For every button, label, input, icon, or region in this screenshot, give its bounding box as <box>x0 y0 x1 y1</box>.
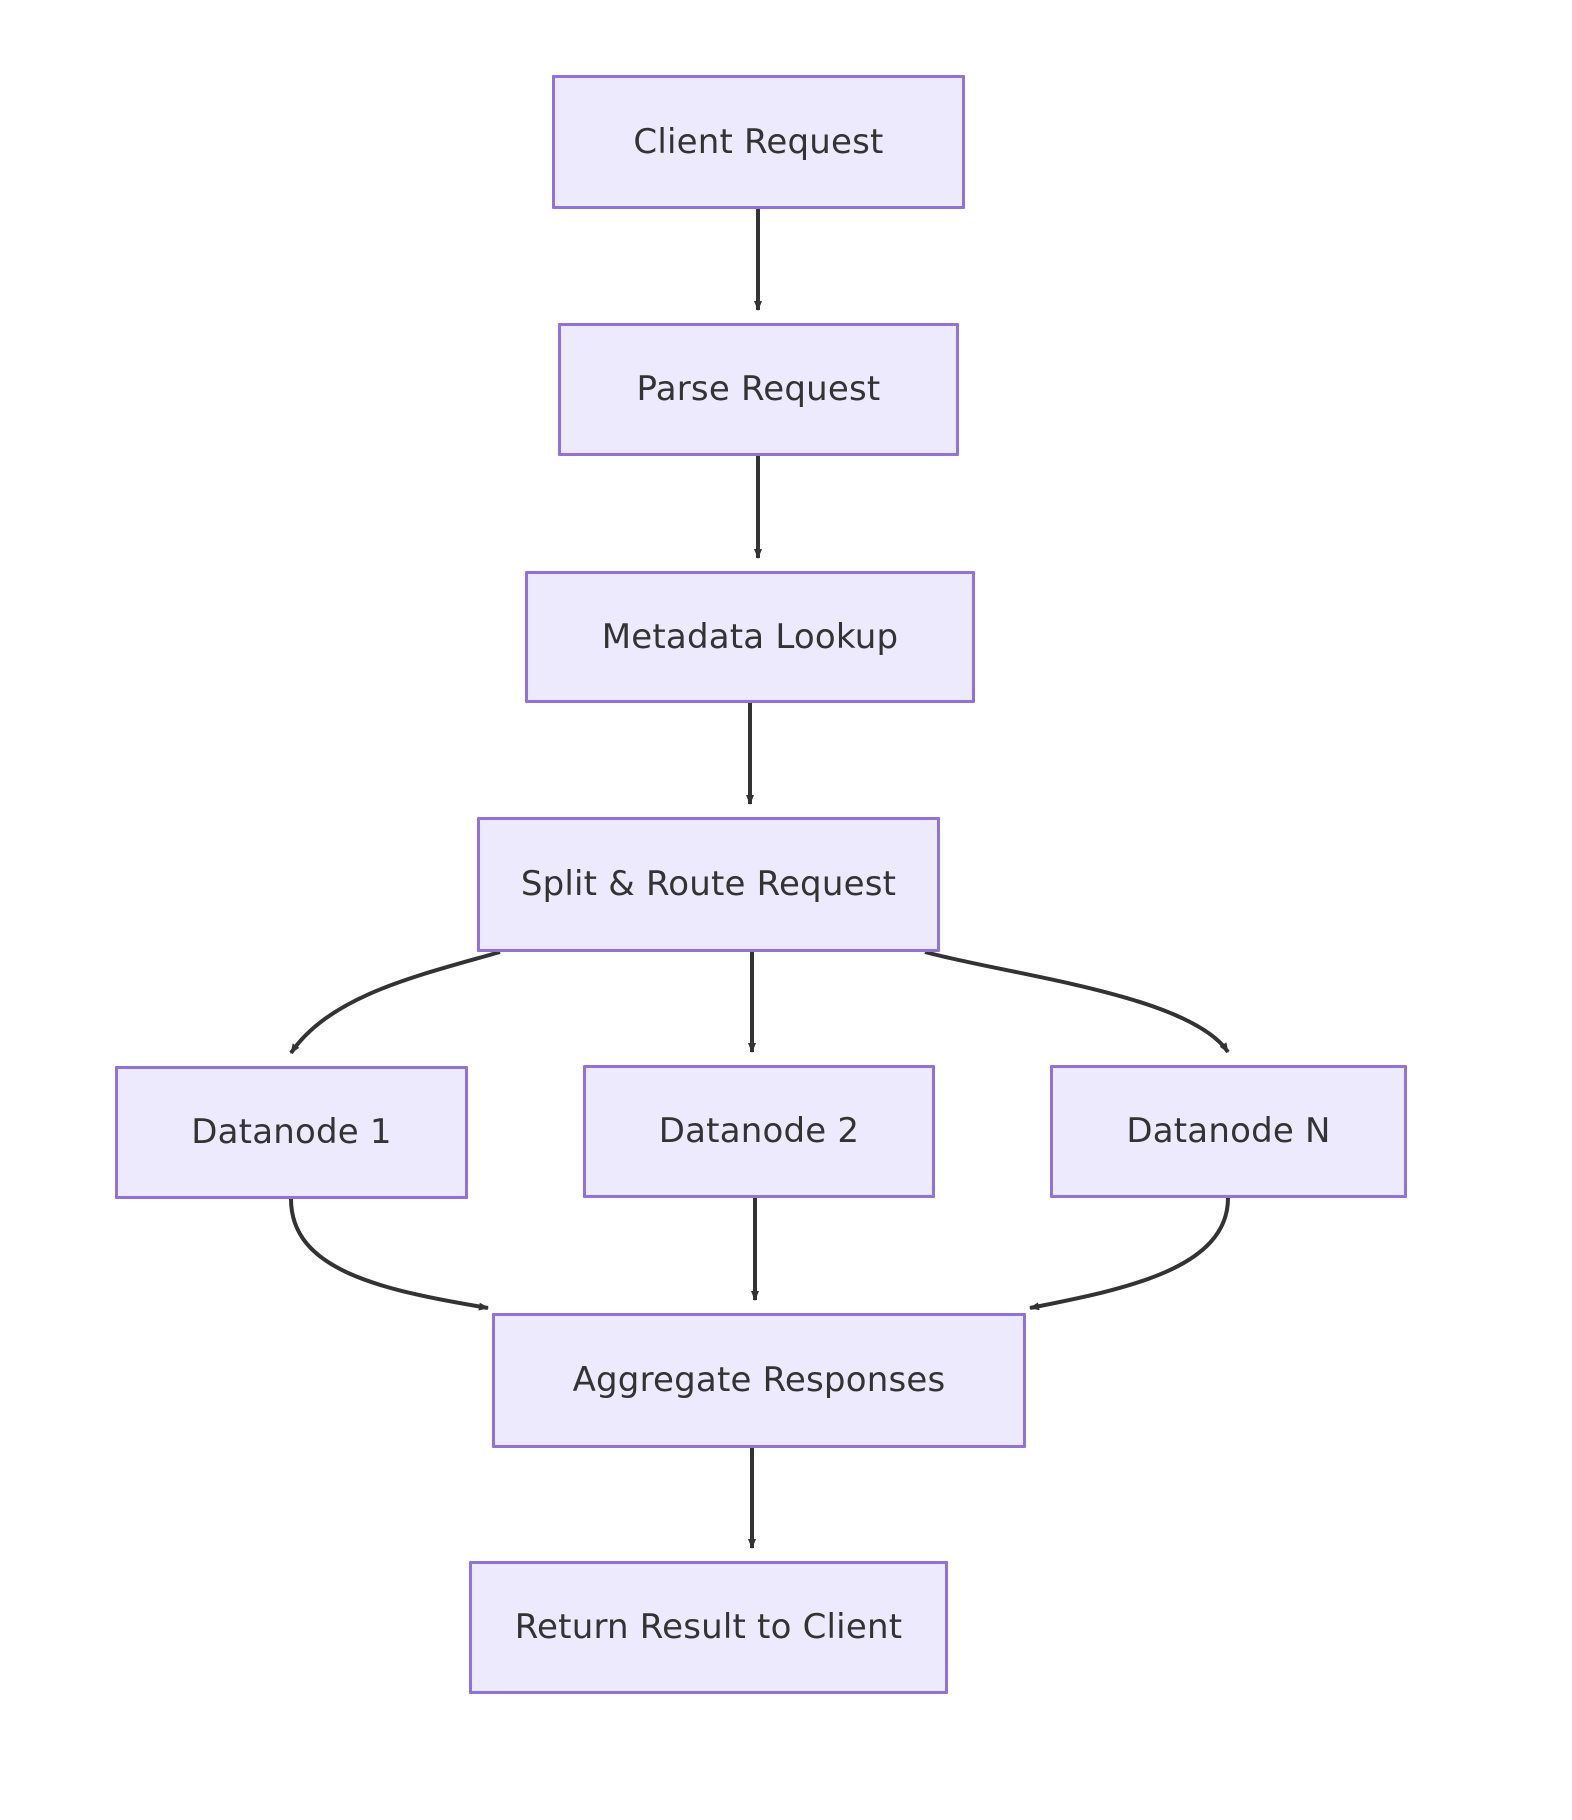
edge-split-datanode-1 <box>289 950 501 1055</box>
edge-split-datanode-n <box>924 950 1230 1054</box>
node-label: Metadata Lookup <box>601 616 899 657</box>
node-metadata-lookup[interactable]: Metadata Lookup <box>525 571 975 703</box>
node-label: Client Request <box>633 121 884 162</box>
node-return-result-to-client[interactable]: Return Result to Client <box>469 1561 948 1694</box>
node-label: Aggregate Responses <box>572 1360 946 1401</box>
edge-datanode-1-aggregate <box>289 1198 489 1311</box>
node-label: Parse Request <box>636 369 881 410</box>
node-split-route-request[interactable]: Split & Route Request <box>477 817 940 952</box>
node-label: Datanode 1 <box>191 1112 392 1153</box>
node-parse-request[interactable]: Parse Request <box>558 323 959 456</box>
node-label: Datanode 2 <box>658 1111 860 1152</box>
node-label: Return Result to Client <box>514 1607 903 1648</box>
node-label: Datanode N <box>1126 1111 1331 1152</box>
node-datanode-n[interactable]: Datanode N <box>1050 1065 1407 1198</box>
node-label: Split & Route Request <box>520 864 897 905</box>
node-aggregate-responses[interactable]: Aggregate Responses <box>492 1313 1026 1448</box>
edge-datanode-n-aggregate <box>1029 1197 1230 1311</box>
node-client-request[interactable]: Client Request <box>552 75 965 209</box>
node-datanode-1[interactable]: Datanode 1 <box>115 1066 468 1199</box>
node-datanode-2[interactable]: Datanode 2 <box>583 1065 935 1198</box>
